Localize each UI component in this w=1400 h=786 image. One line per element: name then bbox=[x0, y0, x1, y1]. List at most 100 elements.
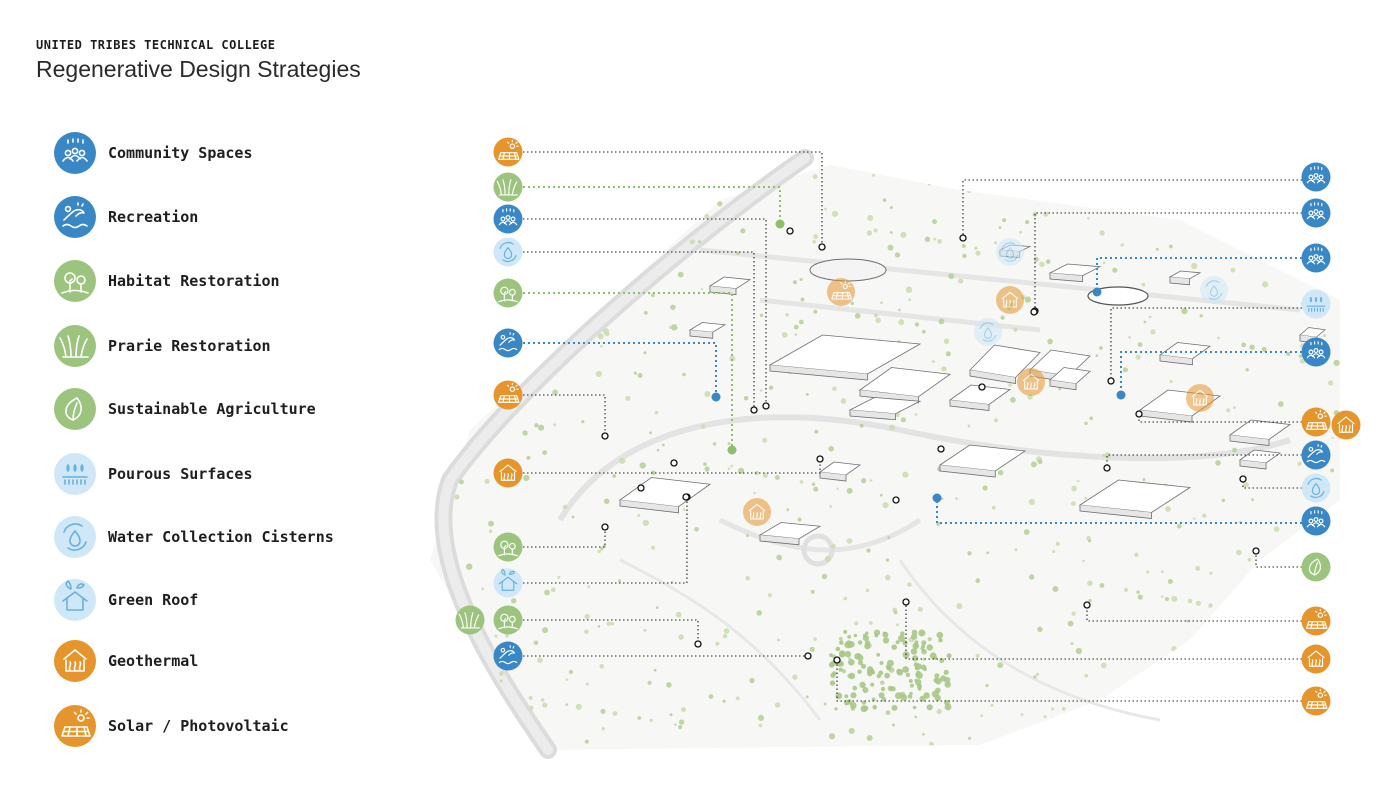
tree bbox=[866, 548, 871, 553]
leader-line bbox=[523, 459, 821, 474]
building-wall bbox=[1169, 277, 1190, 286]
tree bbox=[584, 739, 589, 744]
solar-icon bbox=[1301, 606, 1331, 636]
tree bbox=[568, 669, 574, 675]
tree bbox=[1335, 599, 1340, 606]
habitat-icon bbox=[493, 532, 523, 562]
tree bbox=[774, 702, 781, 708]
tree bbox=[475, 372, 479, 376]
tree bbox=[829, 680, 836, 686]
tree bbox=[651, 293, 655, 298]
tree bbox=[593, 170, 596, 173]
tree bbox=[967, 424, 971, 428]
building-wall bbox=[949, 400, 990, 411]
tree bbox=[1084, 496, 1088, 500]
tree bbox=[846, 487, 853, 494]
tree bbox=[829, 653, 833, 658]
tree bbox=[754, 470, 760, 476]
site-point bbox=[750, 406, 758, 414]
tree bbox=[1272, 184, 1276, 189]
tree bbox=[689, 239, 695, 245]
tree bbox=[1220, 731, 1224, 735]
tree bbox=[767, 593, 773, 598]
tree bbox=[914, 413, 918, 416]
tree bbox=[873, 228, 878, 233]
habitat-icon bbox=[493, 278, 523, 308]
tree bbox=[431, 735, 436, 740]
tree bbox=[507, 369, 511, 373]
tree bbox=[885, 558, 890, 562]
site-boundary bbox=[430, 165, 1340, 750]
geothermal-icon bbox=[1301, 644, 1331, 674]
tree bbox=[571, 515, 575, 519]
leader-line bbox=[1255, 551, 1302, 568]
tree bbox=[528, 695, 533, 700]
community-icon bbox=[493, 204, 523, 234]
tree bbox=[931, 360, 935, 364]
tree bbox=[1035, 724, 1042, 730]
building-wall bbox=[1239, 460, 1267, 470]
tree bbox=[677, 271, 684, 278]
habitat-icon bbox=[493, 605, 523, 635]
tree bbox=[852, 685, 858, 691]
tree bbox=[548, 272, 555, 278]
tree bbox=[1148, 315, 1152, 319]
tree bbox=[441, 310, 444, 314]
tree bbox=[440, 680, 445, 685]
tree bbox=[895, 640, 900, 645]
tree bbox=[522, 369, 525, 372]
tree bbox=[948, 273, 955, 280]
leader-line bbox=[523, 186, 781, 224]
site-point bbox=[833, 656, 841, 664]
tree bbox=[1165, 506, 1171, 512]
tree bbox=[874, 313, 878, 318]
tree bbox=[922, 657, 926, 661]
tree bbox=[824, 555, 832, 563]
tree bbox=[1000, 315, 1005, 320]
tree bbox=[643, 351, 647, 355]
building bbox=[708, 276, 752, 290]
tree bbox=[1028, 574, 1035, 580]
tree bbox=[1033, 675, 1037, 679]
tree bbox=[675, 611, 682, 618]
building-wall bbox=[969, 370, 1016, 384]
tree bbox=[1333, 359, 1340, 366]
tree bbox=[1104, 452, 1111, 459]
tree bbox=[576, 268, 583, 275]
tree bbox=[700, 424, 706, 429]
tree bbox=[1297, 461, 1302, 466]
tree bbox=[647, 680, 652, 685]
leader-line bbox=[523, 218, 767, 406]
cistern-tank bbox=[1087, 286, 1149, 306]
tree bbox=[651, 545, 655, 550]
tree bbox=[449, 257, 455, 263]
tree bbox=[878, 670, 884, 676]
community-icon bbox=[1301, 162, 1331, 192]
tree bbox=[850, 301, 854, 306]
tree bbox=[812, 174, 818, 180]
tree bbox=[1020, 713, 1024, 717]
tree bbox=[522, 430, 528, 436]
tree bbox=[805, 695, 809, 699]
tree bbox=[534, 423, 539, 428]
tree bbox=[1232, 406, 1236, 409]
tree bbox=[1112, 267, 1118, 273]
tree bbox=[968, 736, 972, 740]
recreation-icon bbox=[1301, 440, 1331, 470]
tree bbox=[889, 206, 893, 209]
tree bbox=[715, 641, 720, 646]
habitat-icon bbox=[61, 272, 89, 294]
tree bbox=[917, 606, 923, 612]
tree bbox=[1249, 344, 1255, 350]
tree bbox=[891, 644, 897, 650]
leader-line bbox=[1034, 212, 1302, 311]
tree bbox=[1262, 281, 1269, 288]
tree bbox=[1137, 342, 1143, 347]
site-point bbox=[601, 523, 609, 531]
tree bbox=[993, 418, 999, 423]
tree bbox=[900, 231, 907, 238]
tree bbox=[1242, 194, 1248, 200]
tree bbox=[1243, 482, 1249, 488]
leader-line bbox=[936, 498, 1302, 524]
tree bbox=[872, 704, 877, 710]
